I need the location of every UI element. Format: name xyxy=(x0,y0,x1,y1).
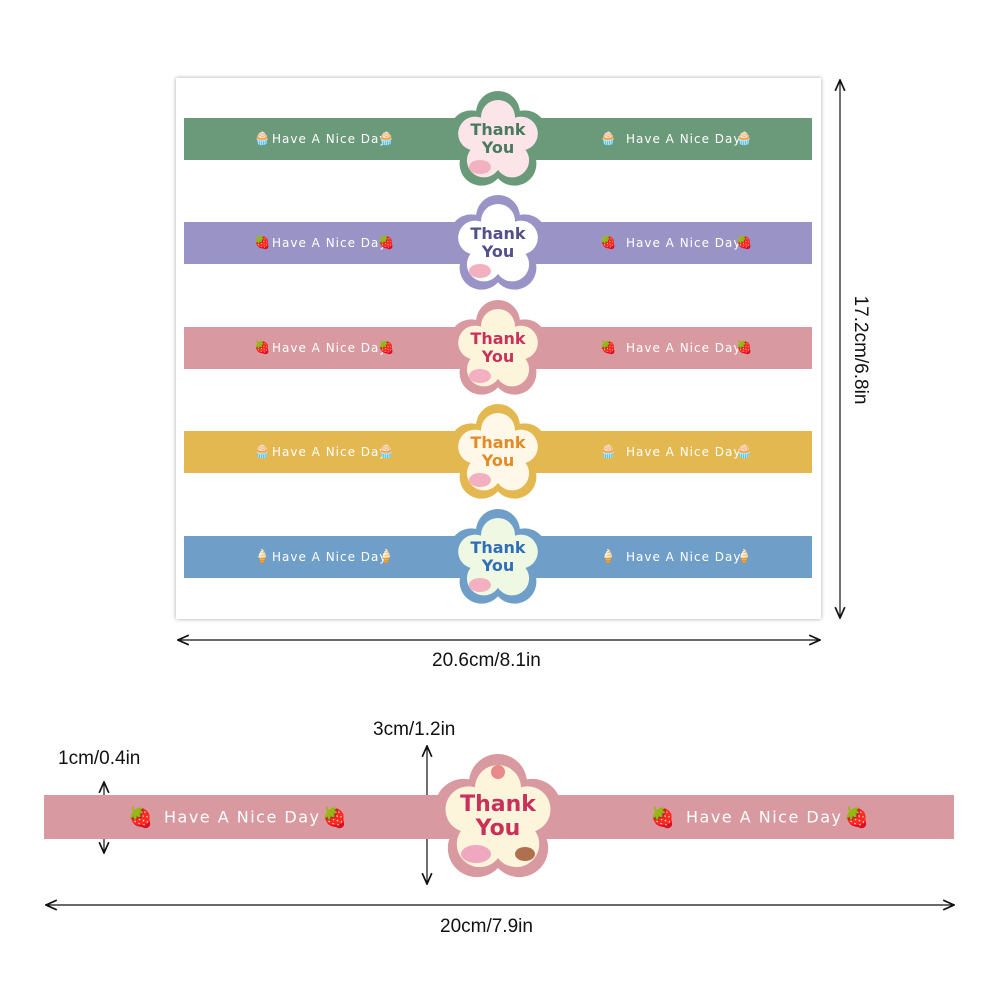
decoration-icon: 🍦 xyxy=(254,549,271,565)
band-text: Have A Nice Day xyxy=(626,445,742,459)
sheet-width-label: 20.6cm/8.1in xyxy=(432,650,541,671)
thank-text: Thank xyxy=(470,433,526,452)
strawberry-icon: 🍓 xyxy=(322,805,347,829)
band-text: Have A Nice Day xyxy=(626,132,742,146)
strawberry-icon: 🍓 xyxy=(128,805,153,829)
band-text: Have A Nice Day xyxy=(272,550,388,564)
decoration-icon: 🍦 xyxy=(600,549,617,565)
decoration-icon: 🍦 xyxy=(736,549,753,565)
decoration-icon: 🍦 xyxy=(378,549,395,565)
detail-text-left: Have A Nice Day xyxy=(164,807,321,827)
band-height-label: 1cm/0.4in xyxy=(58,748,141,769)
cake-icon xyxy=(469,160,491,174)
band-text: Have A Nice Day xyxy=(626,236,742,250)
cake-icon xyxy=(469,578,491,592)
decoration-icon: 🍓 xyxy=(736,340,753,356)
sheet-height-label: 17.2cm/6.8in xyxy=(850,295,871,405)
decoration-icon: 🧁 xyxy=(600,131,617,147)
decoration-icon: 🍓 xyxy=(600,340,617,356)
donut-icon xyxy=(461,845,491,863)
detail-text-right: Have A Nice Day xyxy=(686,807,843,827)
cake-icon xyxy=(469,369,491,383)
cookie-icon xyxy=(515,847,535,861)
you-text: You xyxy=(481,347,515,366)
decoration-icon: 🧁 xyxy=(600,444,617,460)
decoration-icon: 🍓 xyxy=(254,235,271,251)
band-text: Have A Nice Day xyxy=(272,341,388,355)
cake-icon xyxy=(469,264,491,278)
thank-text: Thank xyxy=(470,329,526,348)
band-text: Have A Nice Day xyxy=(272,445,388,459)
band-text: Have A Nice Day xyxy=(626,550,742,564)
you-text: You xyxy=(481,242,515,261)
strawberry-icon: 🍓 xyxy=(844,805,869,829)
decoration-icon: 🧁 xyxy=(378,131,395,147)
strawberry-icon: 🍓 xyxy=(650,805,675,829)
thank-text: Thank xyxy=(470,120,526,139)
you-text: You xyxy=(481,451,515,470)
thank-text: Thank xyxy=(470,538,526,557)
decoration-icon: 🍓 xyxy=(378,235,395,251)
lollipop-icon xyxy=(491,765,505,779)
decoration-icon: 🍓 xyxy=(254,340,271,356)
decoration-icon: 🍓 xyxy=(600,235,617,251)
badge-height-label: 3cm/1.2in xyxy=(373,719,456,740)
cake-icon xyxy=(469,473,491,487)
you-text: You xyxy=(481,138,515,157)
thank-text: Thank xyxy=(470,224,526,243)
you-text: You xyxy=(475,816,521,841)
detail-flower-badge: Thank You xyxy=(430,748,566,884)
band-text: Have A Nice Day xyxy=(626,341,742,355)
decoration-icon: 🧁 xyxy=(736,444,753,460)
band-length-label: 20cm/7.9in xyxy=(440,916,533,937)
band-text: Have A Nice Day xyxy=(272,236,388,250)
thank-text: Thank xyxy=(460,792,536,817)
decoration-icon: 🍓 xyxy=(736,235,753,251)
decoration-icon: 🧁 xyxy=(254,444,271,460)
decoration-icon: 🧁 xyxy=(254,131,271,147)
decoration-icon: 🧁 xyxy=(736,131,753,147)
you-text: You xyxy=(481,556,515,575)
band-text: Have A Nice Day xyxy=(272,132,388,146)
decoration-icon: 🍓 xyxy=(378,340,395,356)
decoration-icon: 🧁 xyxy=(378,444,395,460)
